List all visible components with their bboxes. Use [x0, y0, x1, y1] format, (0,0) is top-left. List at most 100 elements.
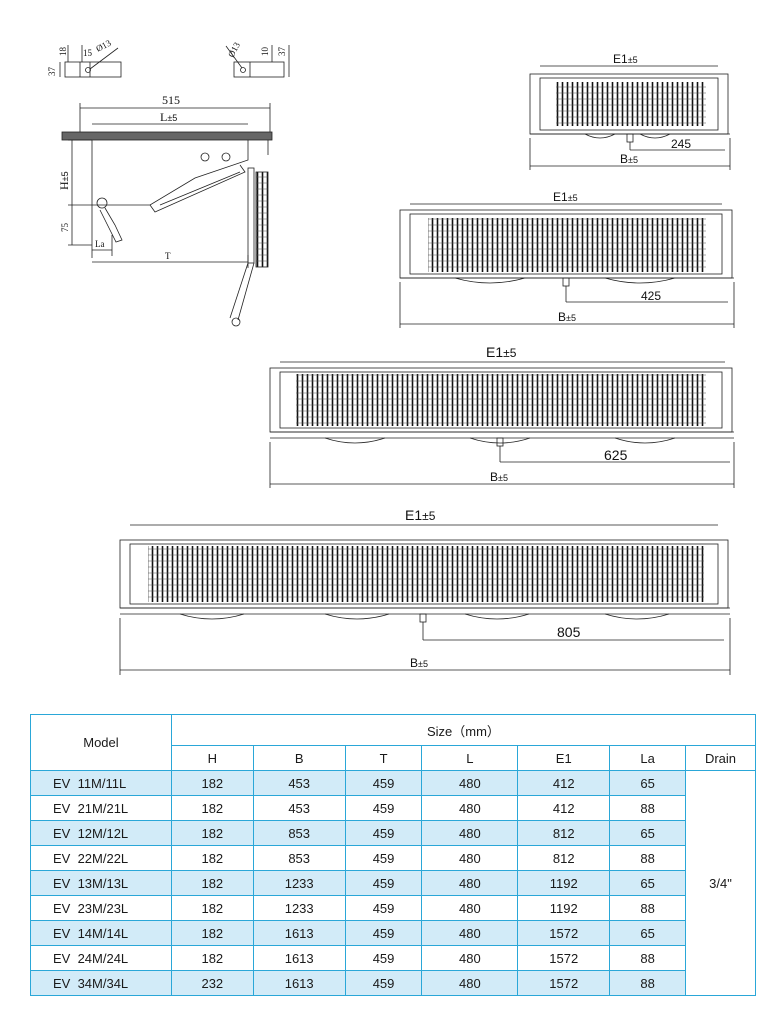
cell-t: 459 [344, 820, 423, 846]
bracket-right-10: 10 [260, 47, 270, 57]
technical-drawings: 37 18 15 Ø13 Ø13 10 37 [47, 37, 735, 675]
col-header-e1: E1 [517, 745, 611, 771]
cell-e1: 1192 [517, 895, 611, 921]
unit-3-drain-offset: 625 [604, 447, 628, 463]
bracket-left-dia: Ø13 [94, 37, 113, 53]
unit-3-drawing [269, 361, 735, 488]
cell-e1: 412 [517, 770, 611, 796]
cell-e1: 812 [517, 820, 611, 846]
model-cell: EV 13M/13L [30, 870, 172, 896]
bracket-detail-right [225, 45, 290, 78]
size-header: Size（mm） [170, 714, 757, 746]
cell-h: 182 [170, 795, 254, 821]
dim-T: T [165, 251, 171, 261]
bracket-detail-left [59, 45, 122, 78]
cell-la: 88 [609, 945, 687, 971]
cell-h: 182 [170, 820, 254, 846]
cell-t: 459 [344, 970, 423, 996]
bracket-right-dia: Ø13 [226, 40, 242, 59]
unit-4-e1: E1±5 [405, 507, 436, 523]
cell-l: 480 [421, 820, 519, 846]
cell-b: 853 [252, 820, 346, 846]
bracket-left-15: 15 [83, 48, 93, 58]
cell-h: 182 [170, 770, 254, 796]
model-header: Model [30, 714, 172, 771]
cell-h: 232 [170, 970, 254, 996]
cell-h: 182 [170, 845, 254, 871]
cell-b: 1233 [252, 895, 346, 921]
cell-t: 459 [344, 920, 423, 946]
cell-b: 1613 [252, 945, 346, 971]
cell-l: 480 [421, 845, 519, 871]
dim-515: 515 [162, 93, 180, 107]
cell-la: 88 [609, 970, 687, 996]
cell-l: 480 [421, 770, 519, 796]
cell-e1: 812 [517, 845, 611, 871]
unit-4-drain-offset: 805 [557, 624, 581, 640]
cell-e1: 1572 [517, 920, 611, 946]
dim-75: 75 [60, 223, 70, 233]
table-subheader-row: H B T L E1 La Drain [31, 745, 756, 771]
drain-cell: 3/4" [685, 770, 756, 996]
unit-2-drawing [399, 203, 735, 328]
cell-t: 459 [344, 870, 423, 896]
cell-la: 65 [609, 770, 687, 796]
cell-e1: 1572 [517, 945, 611, 971]
col-header-b: B [252, 745, 346, 771]
cell-l: 480 [421, 970, 519, 996]
model-cell: EV 34M/34L [30, 970, 172, 996]
cell-l: 480 [421, 795, 519, 821]
cell-la: 65 [609, 820, 687, 846]
model-cell: EV 12M/12L [30, 820, 172, 846]
cell-e1: 412 [517, 795, 611, 821]
cell-h: 182 [170, 920, 254, 946]
bracket-left-18: 18 [58, 47, 68, 57]
cell-l: 480 [421, 895, 519, 921]
col-header-l: L [421, 745, 519, 771]
unit-1-drawing [529, 65, 731, 170]
model-cell: EV 14M/14L [30, 920, 172, 946]
cell-b: 453 [252, 795, 346, 821]
cell-la: 88 [609, 845, 687, 871]
col-header-t: T [344, 745, 423, 771]
table-header-row: Model Size（mm） [30, 714, 757, 771]
model-cell: EV 11M/11L [30, 770, 172, 796]
col-header-la: La [609, 745, 687, 771]
cell-la: 88 [609, 895, 687, 921]
side-view-drawing [61, 103, 273, 327]
col-header-drain: Drain [685, 745, 756, 771]
unit-4-b: B±5 [410, 656, 428, 670]
cell-la: 65 [609, 870, 687, 896]
cell-h: 182 [170, 870, 254, 896]
cell-b: 453 [252, 770, 346, 796]
cell-b: 1613 [252, 920, 346, 946]
model-cell: EV 24M/24L [30, 945, 172, 971]
cell-e1: 1572 [517, 970, 611, 996]
cell-l: 480 [421, 920, 519, 946]
dim-H: H±5 [57, 171, 71, 190]
cell-la: 65 [609, 920, 687, 946]
unit-4-drawing [119, 524, 731, 675]
model-cell: EV 22M/22L [30, 845, 172, 871]
cell-l: 480 [421, 945, 519, 971]
dim-La: La [95, 239, 105, 249]
model-cell: EV 21M/21L [30, 795, 172, 821]
unit-3-b: B±5 [490, 470, 508, 484]
cell-b: 1233 [252, 870, 346, 896]
cell-l: 480 [421, 870, 519, 896]
model-cell: EV 23M/23L [30, 895, 172, 921]
unit-2-drain-offset: 425 [641, 289, 661, 303]
cell-h: 182 [170, 945, 254, 971]
unit-1-b: B±5 [620, 152, 638, 166]
bracket-left-37: 37 [47, 67, 57, 77]
unit-2-e1: E1±5 [553, 190, 578, 204]
cell-t: 459 [344, 845, 423, 871]
dim-L: L±5 [160, 110, 177, 124]
cell-e1: 1192 [517, 870, 611, 896]
